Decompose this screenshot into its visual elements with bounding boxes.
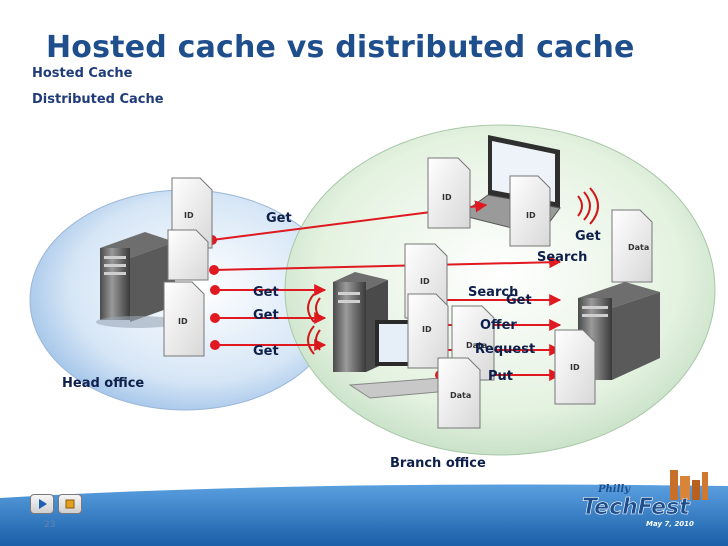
- doc-id-right: ID: [554, 329, 596, 405]
- logo-philly: Philly: [597, 484, 631, 495]
- slide-title: Hosted cache vs distributed cache: [46, 30, 635, 65]
- label-get-3: Get: [253, 285, 279, 300]
- stop-icon: [65, 499, 75, 509]
- doc-id-head-2: [167, 229, 209, 281]
- label-get-1: Get: [266, 211, 292, 226]
- play-button[interactable]: [30, 494, 54, 514]
- slide-number: 23: [44, 520, 56, 530]
- label-get-2: Get: [575, 229, 601, 244]
- doc-id-label: ID: [570, 363, 580, 372]
- logo-techfest: TechFest: [582, 495, 691, 520]
- doc-data-label: Data: [628, 243, 649, 252]
- play-icon: [39, 499, 47, 509]
- doc-id-label: ID: [178, 317, 188, 326]
- label-head-office: Head office: [62, 376, 145, 391]
- label-branch-office: Branch office: [390, 456, 486, 471]
- doc-data-branch-2: Data: [437, 357, 481, 429]
- arrow-get-mid: [213, 256, 562, 271]
- arrows: [211, 200, 562, 381]
- footer-band: [0, 484, 728, 546]
- doc-data-laptop: Data: [611, 209, 653, 283]
- doc-id-branch-2: ID: [407, 293, 449, 369]
- doc-id-label: ID: [184, 211, 194, 220]
- subtitle-distributed-cache: Distributed Cache: [32, 92, 164, 107]
- subtitle-hosted-cache: Hosted Cache: [32, 66, 133, 81]
- logo-date: May 7, 2010: [646, 520, 694, 528]
- doc-data-label: Data: [466, 341, 487, 350]
- broadcast-waves-icon: [307, 187, 599, 355]
- doc-id-laptop-2: ID: [509, 175, 551, 247]
- label-request: Request: [475, 342, 536, 357]
- doc-data-label: Data: [450, 391, 471, 400]
- doc-id-label: ID: [422, 325, 432, 334]
- label-search-2: Search: [468, 285, 519, 300]
- doc-id-label: ID: [442, 193, 452, 202]
- doc-id-laptop: ID: [427, 157, 471, 229]
- doc-icons: ID ID ID ID Data ID: [163, 157, 653, 429]
- label-get-4: Get: [253, 308, 279, 323]
- doc-id-label: ID: [420, 277, 430, 286]
- doc-id-head-3: ID: [163, 281, 205, 357]
- label-get-6: Get: [506, 293, 532, 308]
- label-offer: Offer: [480, 318, 517, 333]
- techfest-logo: Philly TechFest May 7, 2010: [574, 470, 724, 530]
- label-search-1: Search: [537, 250, 588, 265]
- stop-button[interactable]: [58, 494, 82, 514]
- doc-id-label: ID: [526, 211, 536, 220]
- label-put: Put: [488, 369, 513, 384]
- label-get-5: Get: [253, 344, 279, 359]
